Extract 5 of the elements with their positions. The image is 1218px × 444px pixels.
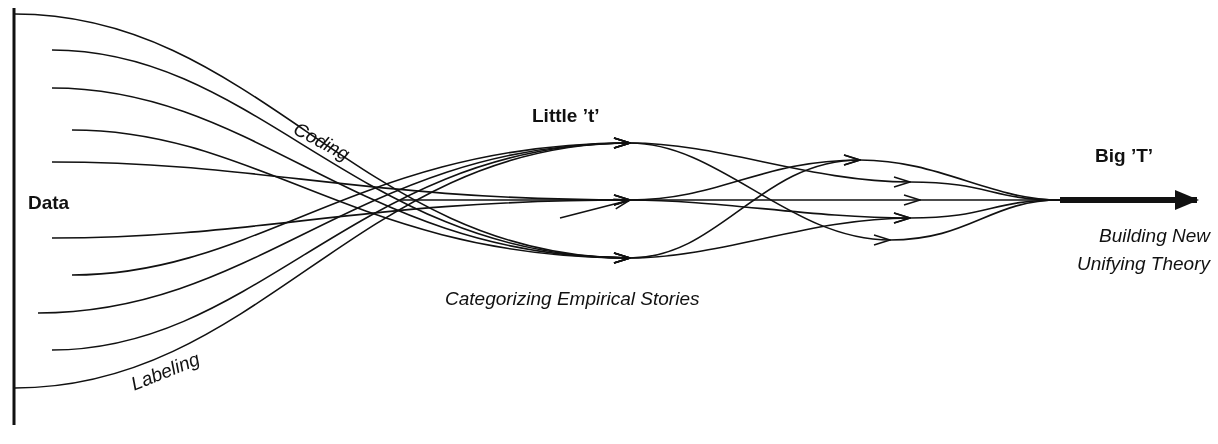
stage-label: Big ’T’: [1095, 145, 1154, 167]
stage-caption: Building New Unifying Theory: [1075, 224, 1210, 276]
stage-label: Little ’t’: [532, 105, 600, 127]
stage-caption: Categorizing Empirical Stories: [445, 288, 700, 310]
axis-label: Data: [28, 192, 70, 214]
